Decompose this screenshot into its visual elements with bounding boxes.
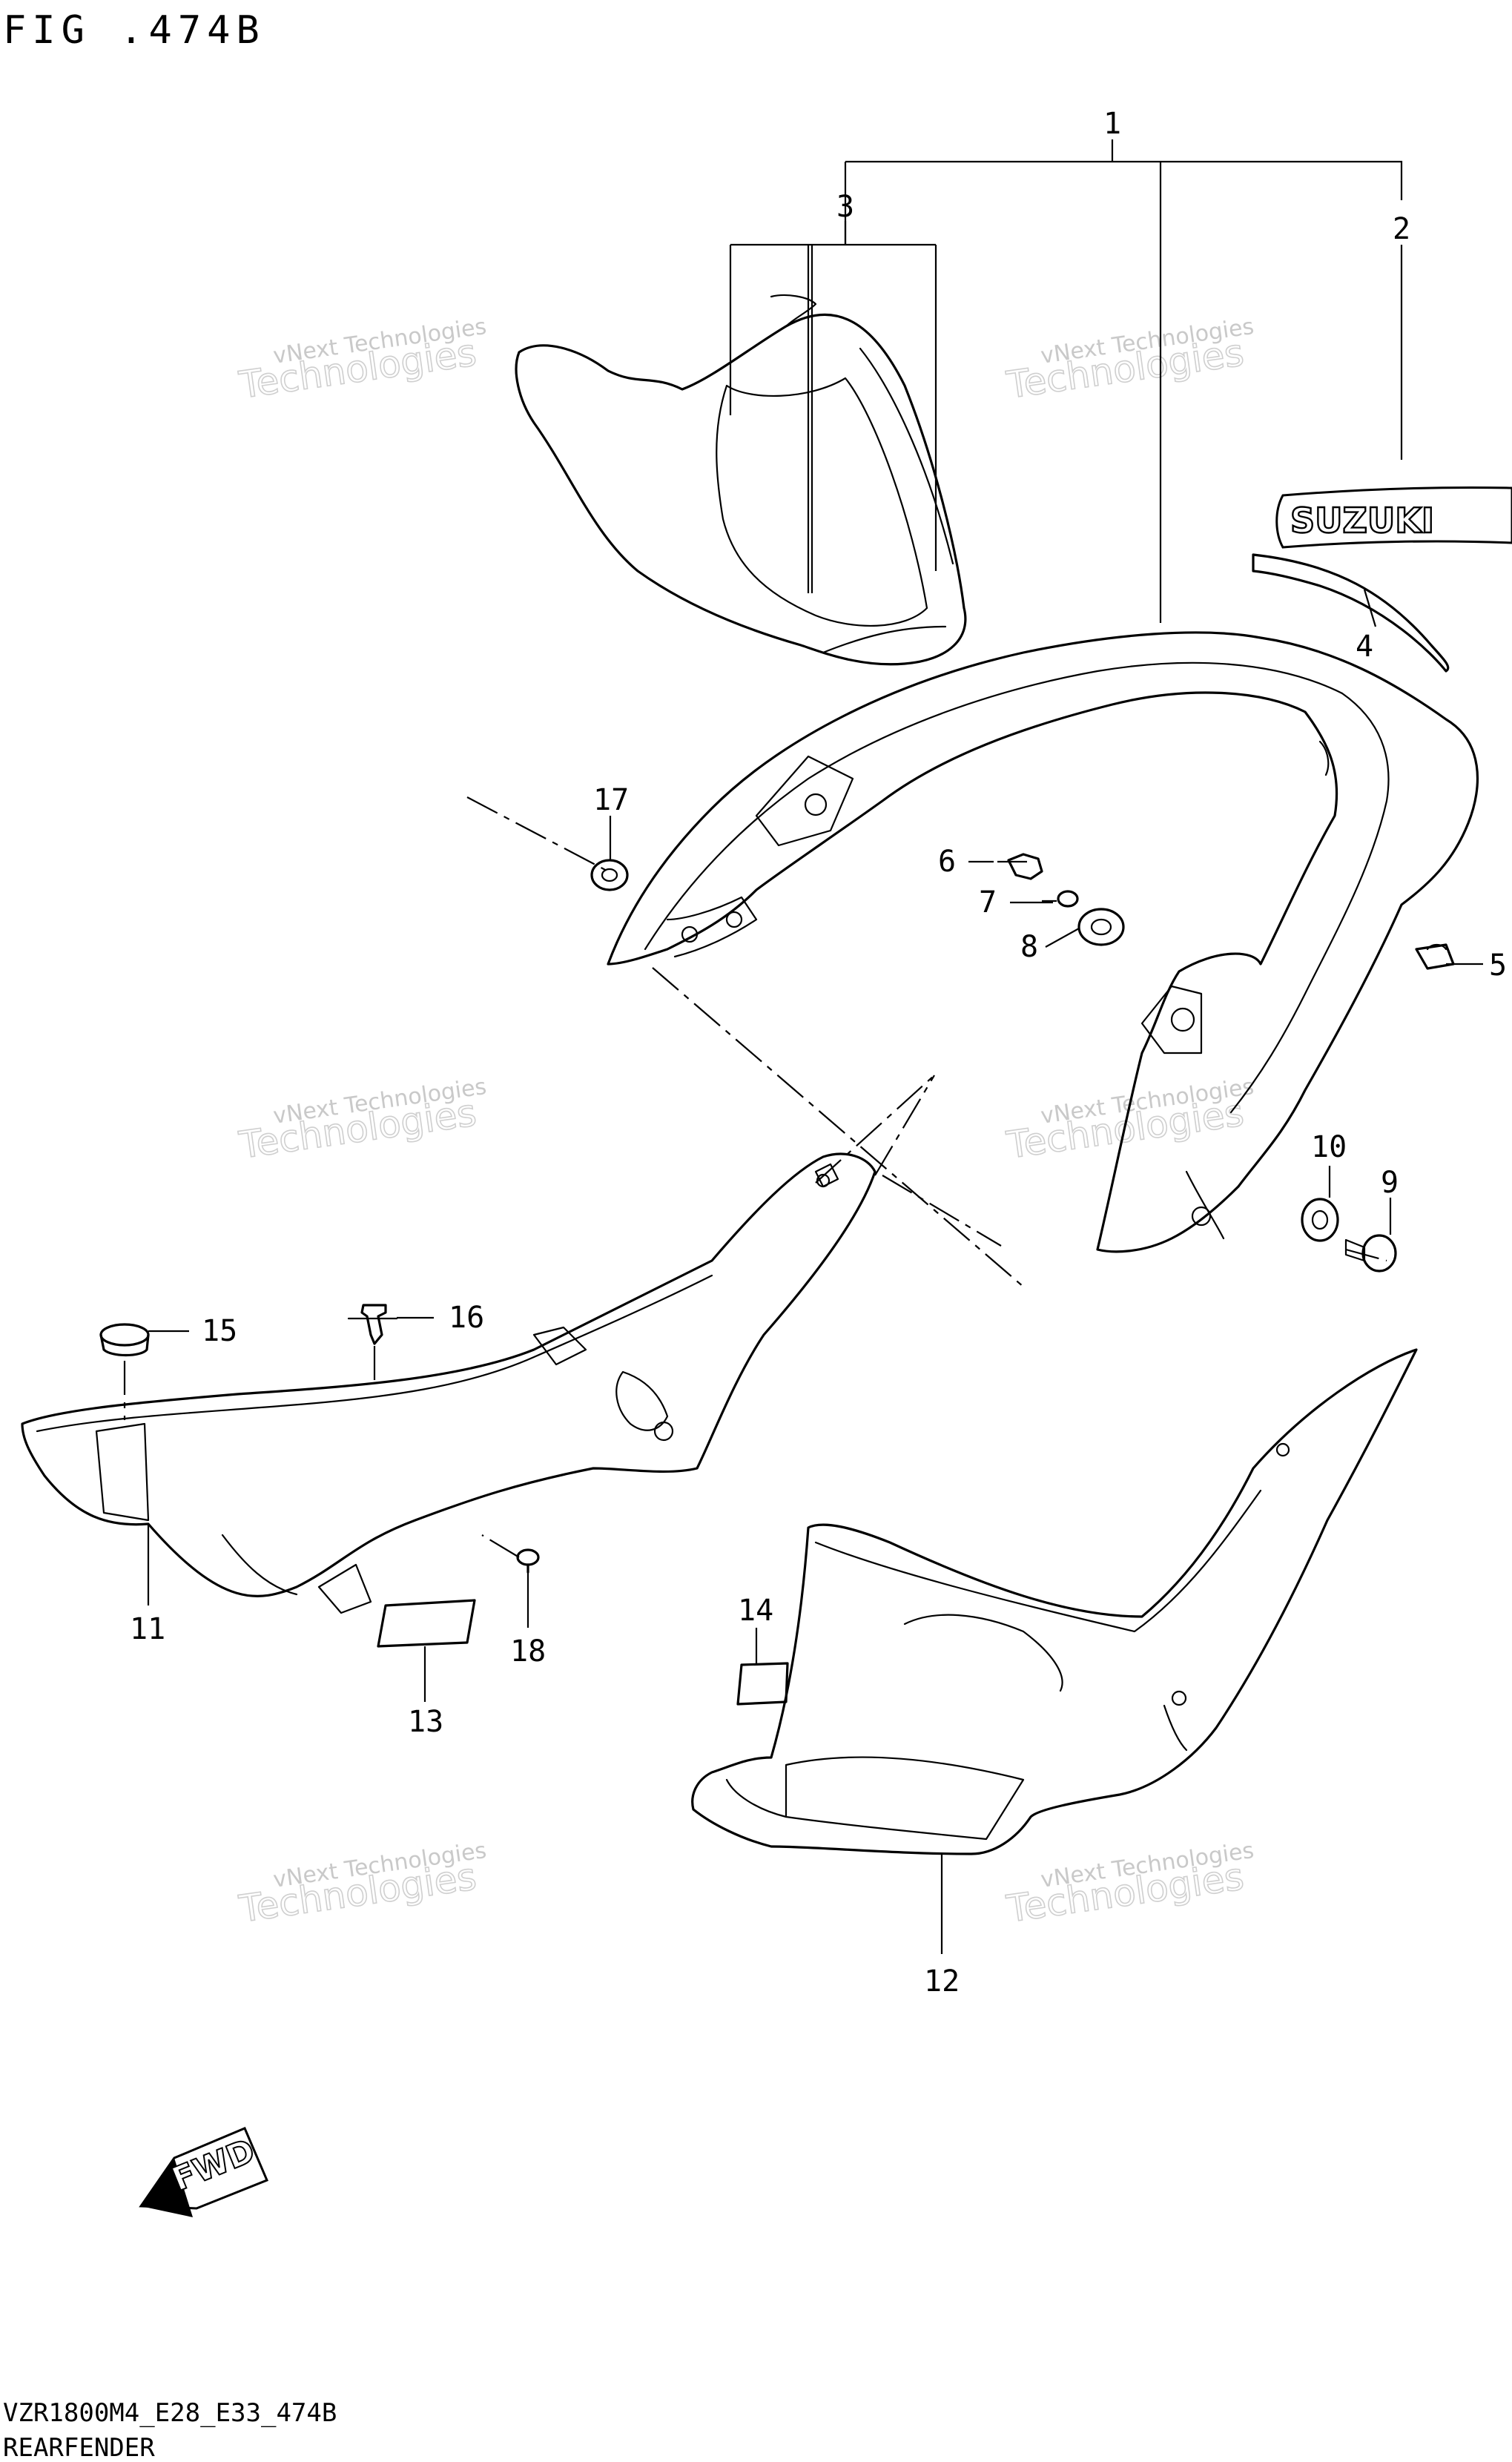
part-14-pad (736, 1662, 789, 1706)
part-17-grommet (590, 859, 629, 891)
part-5-clip (1415, 943, 1455, 970)
callout-12: 12 (924, 1964, 960, 1999)
watermark-bottom-right: vNext Technologies Technologies (1003, 1838, 1255, 1931)
callout-4: 4 (1356, 630, 1373, 664)
figure-code: VZR1800M4_E28_E33_474B (3, 2398, 337, 2428)
callout-6: 6 (938, 845, 956, 879)
callout-14: 14 (738, 1594, 773, 1628)
reference-lines (123, 796, 1387, 1558)
part-8-grommet (1077, 908, 1125, 946)
callout-9: 9 (1381, 1166, 1399, 1200)
watermark-top-right: vNext Technologies Technologies (1003, 314, 1255, 407)
callout-1: 1 (1103, 107, 1121, 141)
watermark-mid-right: vNext Technologies Technologies (1003, 1074, 1255, 1167)
leader-lines (147, 139, 1483, 1954)
watermark-mid-left: vNext Technologies Technologies (236, 1074, 488, 1167)
part-12-side-cover (691, 1348, 1418, 1855)
part-16-push-rivet (347, 1304, 398, 1345)
part-7-washer (1057, 890, 1079, 908)
callout-13: 13 (408, 1705, 443, 1739)
callout-8: 8 (1020, 930, 1038, 964)
watermark-group: vNext Technologies Technologies vNext Te… (236, 314, 1255, 1931)
callout-2: 2 (1393, 212, 1410, 246)
part-15-plug (99, 1323, 150, 1357)
emblem-text: SUZUKI (1290, 501, 1434, 541)
part-10-grommet (1301, 1198, 1339, 1242)
callout-18: 18 (510, 1634, 546, 1669)
callout-10: 10 (1311, 1130, 1347, 1164)
watermark-bottom-left: vNext Technologies Technologies (236, 1838, 488, 1931)
section-name: REARFENDER (3, 2433, 155, 2462)
part-4-trim-strip (1252, 553, 1450, 673)
callout-labels: 1 2 3 4 5 6 7 8 9 10 11 12 13 14 15 16 1… (130, 107, 1507, 1999)
part-2-suzuki-emblem: SUZUKI (1275, 486, 1512, 549)
callout-11: 11 (130, 1612, 165, 1646)
part-11-inner-fender (21, 1152, 877, 1614)
forward-arrow-icon: FWD (139, 2127, 268, 2217)
callout-5: 5 (1489, 948, 1507, 983)
part-1-rear-fender (607, 631, 1479, 1253)
callout-7: 7 (979, 885, 997, 920)
watermark-top-left: vNext Technologies Technologies (236, 314, 488, 407)
callout-15: 15 (202, 1314, 237, 1348)
part-18-screw (516, 1548, 540, 1574)
callout-16: 16 (449, 1301, 484, 1335)
part-13-pad (377, 1599, 476, 1648)
callout-3: 3 (836, 190, 854, 224)
part-9-screw (1344, 1234, 1397, 1273)
part-3-seat-cowl-cover (515, 294, 967, 666)
callout-17: 17 (593, 783, 629, 817)
figure-title: FIG .474B (3, 8, 265, 53)
part-6-bolt (1007, 853, 1043, 880)
